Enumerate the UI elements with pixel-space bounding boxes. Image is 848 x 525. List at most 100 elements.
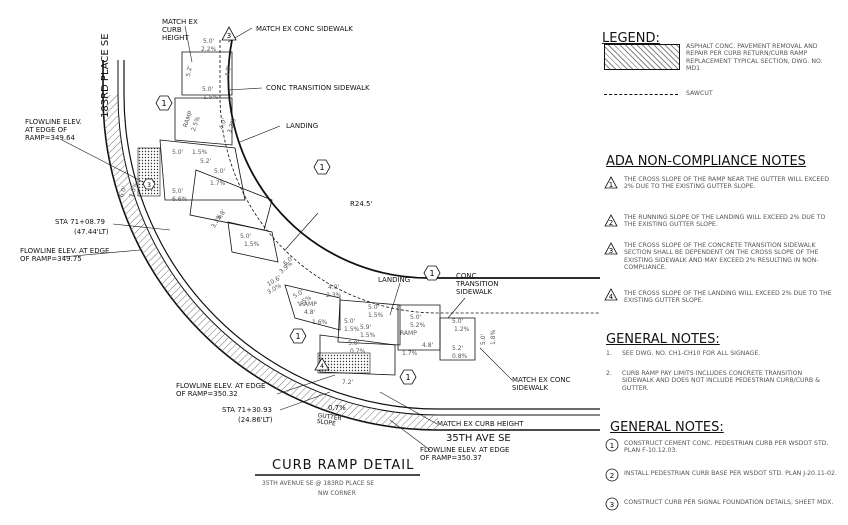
dim-label: 1.5%	[203, 94, 219, 101]
general-notes-heading: GENERAL NOTES:	[606, 332, 720, 347]
dim-label: 1.2%	[454, 326, 470, 333]
triangle-marker: 4	[314, 357, 330, 371]
leader-lines	[61, 25, 513, 451]
dim-label: 2.3%	[326, 292, 342, 299]
dim-label: 5.0'	[172, 188, 184, 195]
general-note-text: CONSTRUCT CEMENT CONC. PEDESTRIAN CURB P…	[624, 440, 829, 455]
general-note-number: 2.	[606, 370, 612, 377]
label-match-ex-conc-sidewalk: MATCH EX CONC SIDEWALK	[256, 25, 353, 33]
dim-label: 5.0'	[344, 318, 356, 325]
dim-label: 1.5%	[360, 332, 376, 339]
legend-heading: LEGEND:	[602, 31, 660, 46]
inner-radius-arc	[227, 39, 600, 279]
hexagon-marker: 1	[399, 369, 417, 385]
hexagon-icon: 2	[605, 467, 619, 486]
svg-text:1: 1	[610, 442, 614, 450]
dim-label: 1.5%	[368, 312, 384, 319]
ada-note-text: THE CROSS SLOPE OF THE CONCRETE TRANSITI…	[624, 242, 819, 272]
dim-label: 1.6%	[312, 319, 328, 326]
dim-label: 5.2'	[200, 158, 212, 165]
hexagon-marker: 1	[423, 265, 441, 281]
dim-label: 5.0'	[172, 149, 184, 156]
dim-label: 5.2%	[410, 322, 426, 329]
dim-label: RAMP	[300, 301, 317, 308]
label-flowline-upper-2: FLOWLINE ELEV. AT EDGE OF RAMP=349.75	[20, 247, 110, 263]
dim-label: 7.2'	[342, 379, 354, 386]
dim-label: 5.0'	[410, 314, 422, 321]
dim-label: 5.0'	[480, 333, 487, 345]
sawcut-line	[604, 94, 678, 95]
street-name-vertical: 183RD PLACE SE	[100, 33, 111, 118]
dim-label: 5.2'	[452, 345, 464, 352]
label-station-lower-offset: (24.86'LT)	[238, 416, 273, 424]
pavement-removal-band	[103, 95, 438, 430]
dim-label: 5.9'	[360, 324, 372, 331]
curb-line	[123, 60, 600, 410]
label-station-lower: STA 71+30.93	[222, 406, 273, 414]
dim-label: 1.5%	[244, 241, 260, 248]
upper-ramp-panels	[159, 51, 279, 263]
svg-text:3: 3	[147, 182, 151, 189]
svg-text:3: 3	[609, 247, 613, 255]
label-flowline-lower: FLOWLINE ELEV. AT EDGE OF RAMP=350.32	[176, 382, 266, 398]
label-conc-transition-sidewalk-lower: CONC TRANSITION SIDEWALK	[456, 272, 499, 296]
dim-label: 1.5%	[192, 149, 208, 156]
hexagon-marker: 3	[142, 178, 156, 190]
svg-text:1: 1	[429, 269, 434, 278]
dim-label: 6.6%	[172, 196, 188, 203]
label-conc-transition-sidewalk: CONC TRANSITION SIDEWALK	[266, 84, 370, 92]
triangle-marker: 3	[221, 26, 237, 41]
svg-text:1: 1	[161, 99, 166, 108]
label-match-ex-curb-height: MATCH EX CURB HEIGHT	[162, 18, 198, 42]
label-landing-lower: LANDING	[378, 276, 411, 284]
dim-label: 5.0'	[240, 233, 252, 240]
hatch-swatch	[604, 44, 680, 70]
ada-note-text: THE RUNNING SLOPE OF THE LANDING WILL EX…	[624, 214, 826, 229]
radius-label: R24.5'	[350, 200, 373, 208]
hexagon-marker: 1	[313, 159, 331, 175]
svg-text:4: 4	[320, 363, 324, 370]
label-station-upper: STA 71+08.79	[55, 218, 106, 226]
dim-label: 4.8'	[304, 309, 316, 316]
drawing-subtitle-2: NW CORNER	[318, 490, 356, 497]
dim-label: 1.5%	[344, 326, 360, 333]
legend-hatch-text: ASPHALT CONC. PAVEMENT REMOVAL AND REPAI…	[686, 43, 823, 73]
radius-leader	[284, 212, 319, 251]
dim-label: 1.8%	[490, 329, 497, 345]
legend-sawcut-text: SAWCUT	[686, 90, 713, 97]
lower-ramp-panels	[284, 284, 476, 376]
label-gutter-slope-value: 0.7%	[328, 404, 346, 412]
label-flowline-lower-2: FLOWLINE ELEV. AT EDGE OF RAMP=350.37	[420, 446, 510, 462]
dim-label: 5.0'	[214, 168, 226, 175]
triangle-icon: 4	[604, 288, 618, 301]
dim-label: 0.7%	[350, 348, 366, 355]
dim-label: 1.7%	[402, 350, 418, 357]
dim-label: 4.8'	[422, 342, 434, 349]
dim-label: 4.0'	[328, 284, 340, 291]
dim-label: 0.8%	[452, 353, 468, 360]
general-note-text: SEE DWG. NO. CH1-CH10 FOR ALL SIGNAGE.	[622, 350, 761, 357]
svg-text:1: 1	[405, 373, 410, 382]
general-note-text: CURB RAMP PAY LIMITS INCLUDES CONCRETE T…	[622, 370, 820, 392]
svg-text:2: 2	[610, 472, 614, 480]
sidewalk-back	[219, 40, 600, 314]
drawing-title: CURB RAMP DETAIL	[272, 458, 415, 473]
dim-label: RAMP	[400, 330, 417, 337]
drawing-subtitle: 35TH AVENUE SE @ 183RD PLACE SE	[262, 480, 375, 487]
svg-text:3: 3	[610, 501, 614, 509]
curb-ramp-plan: 1 3 1 1 1 1 4 3	[61, 25, 600, 476]
svg-text:1: 1	[609, 181, 613, 189]
label-flowline-upper: FLOWLINE ELEV. AT EDGE OF RAMP=349.64	[25, 118, 82, 142]
label-station-upper-offset: (47.44'LT)	[74, 228, 109, 236]
svg-text:4: 4	[609, 293, 614, 301]
dim-label: 2.2%	[201, 46, 217, 53]
svg-text:1: 1	[319, 163, 324, 172]
dim-label: 5.0'	[452, 318, 464, 325]
general-note-number: 1.	[606, 350, 612, 357]
triangle-icon: 3	[604, 242, 618, 255]
hexagon-marker: 1	[155, 95, 173, 111]
svg-text:2: 2	[609, 219, 613, 227]
svg-text:1: 1	[295, 332, 300, 341]
ada-note-text: THE CROSS SLOPE OF THE LANDING WILL EXCE…	[624, 290, 832, 305]
